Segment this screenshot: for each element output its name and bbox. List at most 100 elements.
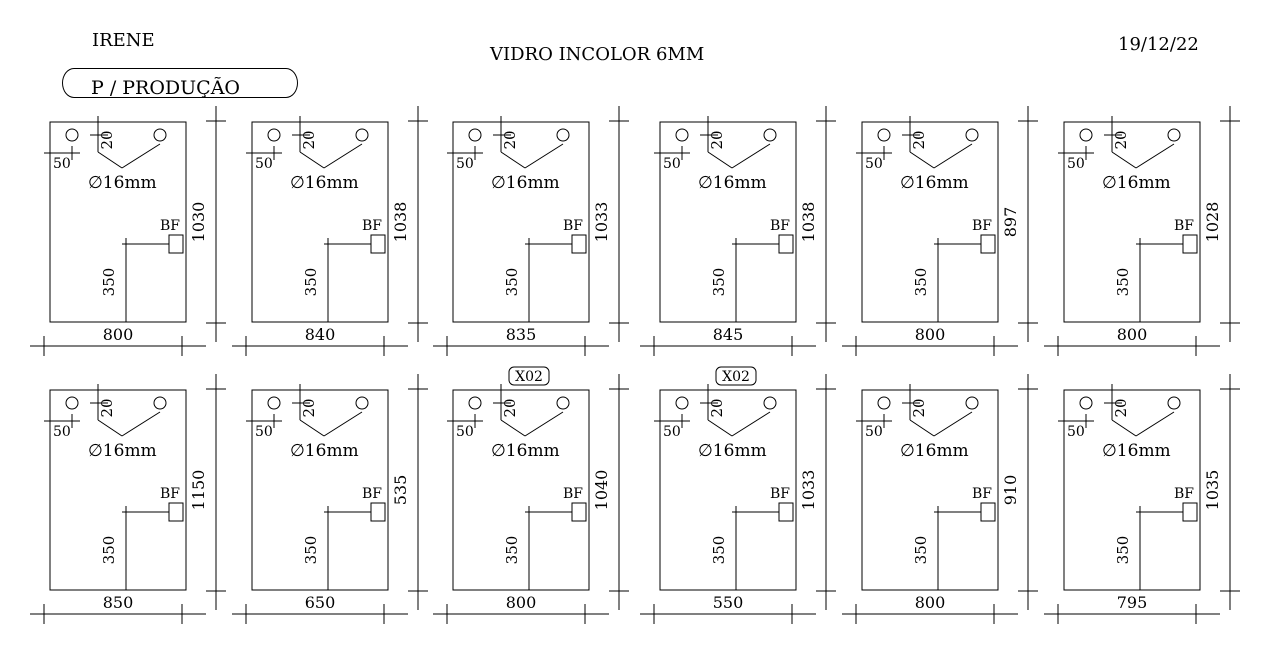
lock-label: BF [563, 218, 583, 234]
hole-leader-line [97, 151, 123, 169]
hole-leader-line [909, 151, 935, 169]
hole-spacing-label: 20 [300, 130, 318, 149]
edge-offset-label: 50 [865, 156, 883, 172]
lock-height-label: 350 [710, 268, 728, 297]
height-label: 1150 [189, 470, 208, 511]
panel-outline [251, 389, 389, 591]
height-label: 1038 [391, 202, 410, 243]
hole-diameter-label: ∅16mm [1102, 173, 1171, 193]
width-label: 800 [915, 593, 946, 612]
width-label: 800 [1117, 325, 1148, 344]
lock-box [571, 234, 587, 254]
hole-circle [675, 396, 689, 410]
hole-leader-line [1135, 143, 1175, 169]
date: 19/12/22 [1118, 34, 1199, 55]
height-label: 1030 [189, 202, 208, 243]
lock-label: BF [362, 218, 382, 234]
glass-type: VIDRO INCOLOR 6MM [490, 44, 705, 65]
hole-spacing-label: 20 [300, 398, 318, 417]
hole-spacing-label: 20 [501, 130, 519, 149]
lock-label: BF [972, 486, 992, 502]
lock-box [1182, 502, 1198, 522]
hole-leader-line [500, 419, 526, 437]
hole-leader-line [933, 143, 973, 169]
hole-leader-line [731, 143, 771, 169]
hole-diameter-label: ∅16mm [900, 173, 969, 193]
edge-offset-label: 50 [865, 424, 883, 440]
panel-outline [659, 121, 797, 323]
hole-circle [153, 128, 167, 142]
panel-outline [659, 389, 797, 591]
edge-offset-label: 50 [663, 156, 681, 172]
hole-leader-line [707, 419, 733, 437]
panel-outline [251, 121, 389, 323]
hole-circle [675, 128, 689, 142]
lock-box [571, 502, 587, 522]
panel-outline [49, 121, 187, 323]
hole-diameter-label: ∅16mm [698, 173, 767, 193]
edge-offset-label: 50 [255, 424, 273, 440]
width-label: 800 [103, 325, 134, 344]
hole-circle [965, 128, 979, 142]
width-label: 840 [305, 325, 336, 344]
lock-label: BF [972, 218, 992, 234]
edge-offset-label: 50 [456, 156, 474, 172]
edge-offset-label: 50 [1067, 156, 1085, 172]
hole-leader-line [524, 143, 564, 169]
lock-label: BF [160, 218, 180, 234]
edge-offset-label: 50 [255, 156, 273, 172]
height-label: 1033 [592, 202, 611, 243]
height-label: 910 [1001, 475, 1020, 506]
hole-leader-line [731, 411, 771, 437]
hole-leader-line [524, 411, 564, 437]
hole-leader-line [500, 151, 526, 169]
hole-leader-line [97, 419, 123, 437]
hole-circle [763, 128, 777, 142]
panel-outline [49, 389, 187, 591]
hole-diameter-label: ∅16mm [88, 173, 157, 193]
lock-height-label: 350 [1114, 536, 1132, 565]
width-label: 835 [506, 325, 537, 344]
hole-diameter-label: ∅16mm [290, 173, 359, 193]
edge-offset-label: 50 [663, 424, 681, 440]
hole-spacing-label: 20 [708, 130, 726, 149]
hole-circle [355, 128, 369, 142]
hole-diameter-label: ∅16mm [1102, 441, 1171, 461]
width-label: 550 [713, 593, 744, 612]
hole-circle [1167, 396, 1181, 410]
lock-height-label: 350 [710, 536, 728, 565]
lock-box [778, 234, 794, 254]
hole-spacing-label: 20 [708, 398, 726, 417]
edge-offset-label: 50 [53, 424, 71, 440]
lock-height-label: 350 [100, 268, 118, 297]
lock-height-label: 350 [503, 268, 521, 297]
lock-label: BF [563, 486, 583, 502]
edge-offset-label: 50 [53, 156, 71, 172]
hole-leader-line [121, 411, 161, 437]
hole-leader-line [933, 411, 973, 437]
hole-circle [267, 128, 281, 142]
hole-spacing-label: 20 [910, 398, 928, 417]
hole-circle [153, 396, 167, 410]
lock-height-label: 350 [503, 536, 521, 565]
hole-leader-line [1111, 151, 1137, 169]
hole-circle [877, 128, 891, 142]
height-label: 1040 [592, 470, 611, 511]
hole-leader-line [1111, 419, 1137, 437]
lock-box [980, 234, 996, 254]
hole-diameter-label: ∅16mm [900, 441, 969, 461]
width-label: 795 [1117, 593, 1148, 612]
hole-circle [267, 396, 281, 410]
lock-label: BF [770, 486, 790, 502]
lock-height-label: 350 [100, 536, 118, 565]
height-label: 535 [391, 475, 410, 506]
lock-height-label: 350 [912, 268, 930, 297]
hole-leader-line [299, 151, 325, 169]
hole-circle [556, 128, 570, 142]
